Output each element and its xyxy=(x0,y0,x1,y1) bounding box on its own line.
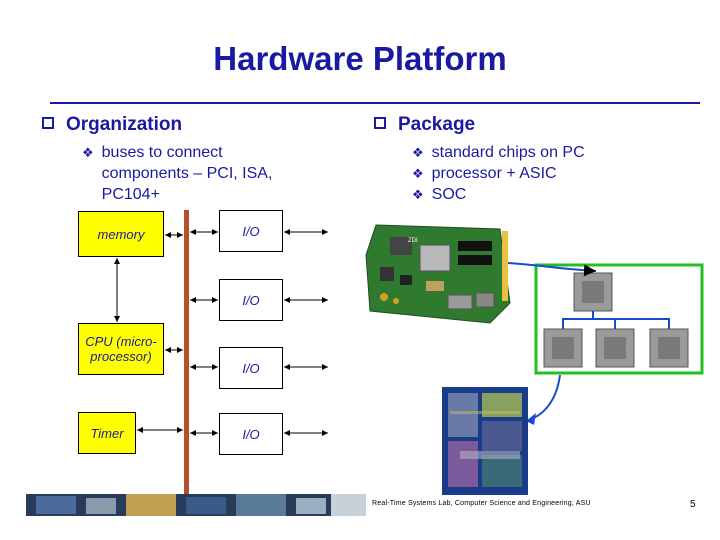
organization-point-text: buses to connect components – PCI, ISA, … xyxy=(101,144,273,203)
package-heading: Package xyxy=(374,114,475,136)
page-number: 5 xyxy=(690,499,696,510)
diamond-bullet-icon: ❖ xyxy=(82,145,94,160)
square-bullet-icon xyxy=(374,117,386,129)
diamond-bullet-icon: ❖ xyxy=(412,166,424,181)
io-block-3: I/O xyxy=(219,347,283,389)
organization-heading: Organization xyxy=(42,114,182,136)
soc-image xyxy=(534,263,704,375)
svg-text:ZDI: ZDI xyxy=(408,238,418,244)
memory-label: memory xyxy=(97,226,145,242)
io-block-1: I/O xyxy=(219,210,283,252)
package-point-text: processor + ASIC xyxy=(431,165,557,182)
cpu-block: CPU (micro-processor) xyxy=(78,323,164,375)
package-points: ❖standard chips on PC ❖processor + ASIC … xyxy=(412,142,585,205)
die-photo-image xyxy=(442,387,528,495)
organization-point: ❖ buses to connect components – PCI, ISA… xyxy=(82,142,312,205)
io-label: I/O xyxy=(242,292,260,308)
io-block-4: I/O xyxy=(219,413,283,455)
package-point-text: SOC xyxy=(431,186,467,203)
system-bus xyxy=(184,210,189,512)
organization-label: Organization xyxy=(66,114,183,135)
footer-strip-image xyxy=(26,494,366,516)
package-illustrations: ZDI xyxy=(365,224,704,495)
pc-board-image: ZDI xyxy=(365,224,511,324)
slide-title: Hardware Platform xyxy=(213,40,507,77)
square-bullet-icon xyxy=(42,117,54,129)
io-block-2: I/O xyxy=(219,279,283,321)
footer-lab-text: Real-Time Systems Lab, Computer Science … xyxy=(372,500,591,507)
timer-label: Timer xyxy=(90,425,124,441)
package-point-text: standard chips on PC xyxy=(431,144,585,161)
package-label: Package xyxy=(398,114,476,135)
memory-block: memory xyxy=(78,211,164,257)
io-label: I/O xyxy=(242,223,260,239)
io-label: I/O xyxy=(242,360,260,376)
title-divider xyxy=(50,102,700,104)
io-label: I/O xyxy=(242,426,260,442)
timer-block: Timer xyxy=(78,412,136,454)
cpu-label: CPU (micro-processor) xyxy=(85,334,157,364)
diamond-bullet-icon: ❖ xyxy=(412,145,424,160)
diamond-bullet-icon: ❖ xyxy=(412,187,424,202)
